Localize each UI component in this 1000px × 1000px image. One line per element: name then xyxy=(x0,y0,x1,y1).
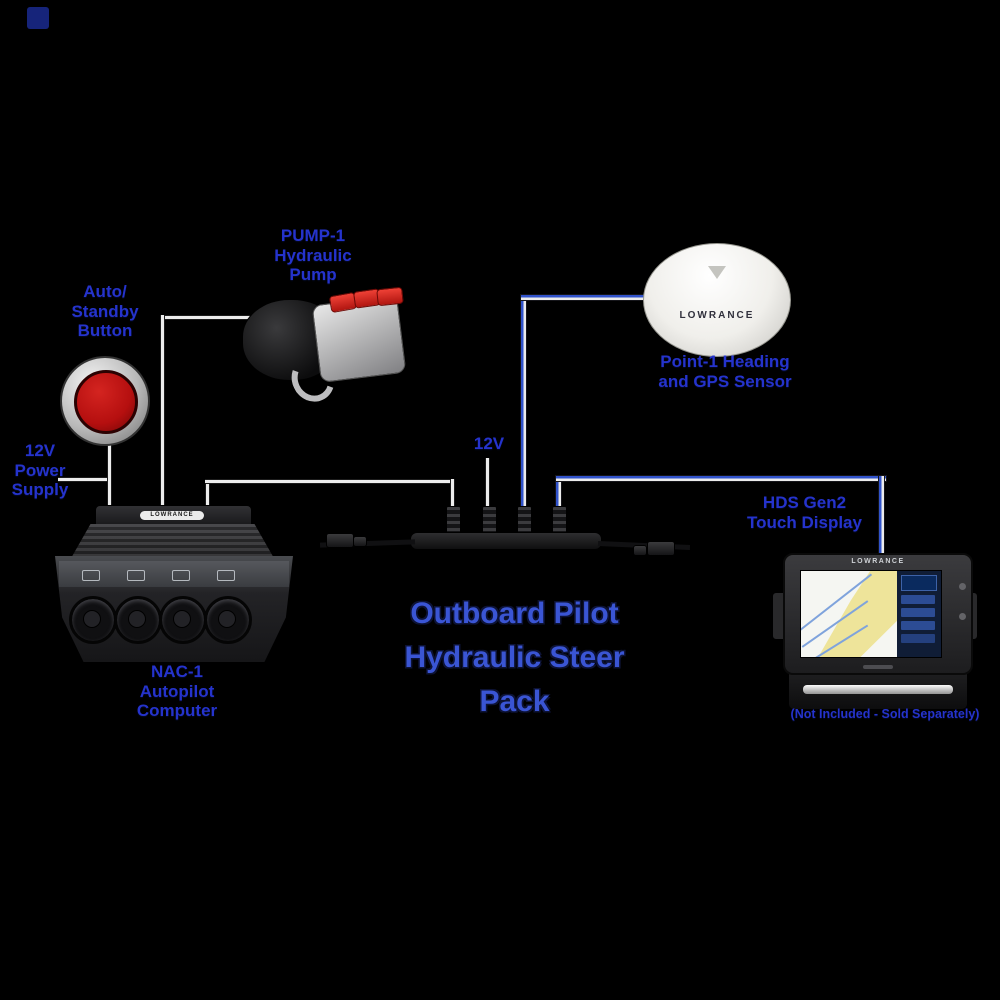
display-label-line2: Touch Display xyxy=(747,512,862,532)
nmea-backbone xyxy=(410,532,602,550)
pump-red-cap xyxy=(376,286,404,307)
display-bottom-button-bar xyxy=(863,665,893,669)
cable-nmea-computer xyxy=(205,479,455,484)
nmea-connector-left xyxy=(353,536,367,547)
nmea-tee-port xyxy=(552,506,567,535)
pump-label-line2: Hydraulic xyxy=(274,245,352,265)
autostandby-button-label: Auto/ Standby Button xyxy=(46,282,164,341)
power-label-line3: Supply xyxy=(11,480,69,500)
computer-label-line3: Computer xyxy=(136,701,218,721)
port-icon xyxy=(127,570,145,581)
power-label-line2: Power xyxy=(14,460,66,480)
pump-label-line1: PUMP-1 xyxy=(280,226,346,245)
pump-label-line3: Pump xyxy=(289,265,337,285)
display-caption: (Not Included - Sold Separately) xyxy=(790,707,980,721)
cable-nmea-display xyxy=(555,475,887,482)
autostandby-button xyxy=(60,356,150,446)
hds-display: LOWRANCE xyxy=(783,553,973,675)
nmea-terminator-right xyxy=(647,541,675,556)
display-screen xyxy=(800,570,942,658)
computer-port xyxy=(204,596,252,644)
cable-nmea-power xyxy=(485,458,490,507)
display-brand-text: LOWRANCE xyxy=(851,558,905,565)
computer-port xyxy=(69,596,117,644)
cable-nmea-gps xyxy=(520,294,647,301)
gps-label: Point-1 Heading and GPS Sensor xyxy=(635,352,815,391)
pump-label: PUMP-1 Hydraulic Pump xyxy=(238,226,388,285)
nmea-connector-right xyxy=(633,545,647,556)
lowrance-triangle-icon xyxy=(708,266,726,279)
cable-nmea-computer-drop xyxy=(205,479,210,509)
cable-pump-horizontal xyxy=(160,315,250,320)
cable-button xyxy=(107,443,112,509)
computer-label-line2: Autopilot xyxy=(139,681,215,701)
display-label: HDS Gen2 Touch Display xyxy=(722,493,887,532)
display-hardkey xyxy=(959,583,966,590)
display-bracket-slot xyxy=(803,685,953,694)
network-power-label: 12V xyxy=(473,434,505,453)
lowrance-logo: LOWRANCE xyxy=(140,511,204,520)
computer-label: NAC-1 Autopilot Computer xyxy=(92,662,262,721)
computer-connector-band xyxy=(59,561,289,587)
cable-nmea-gps-vertical xyxy=(520,294,527,508)
title-line3: Pack xyxy=(479,685,550,719)
nmea-tee-port xyxy=(446,506,461,535)
gps-label-line1: Point-1 Heading xyxy=(660,352,790,371)
corner-artifact xyxy=(27,7,49,29)
port-icon xyxy=(172,570,190,581)
button-label-line1: Auto/ xyxy=(83,282,127,301)
computer-label-line1: NAC-1 xyxy=(151,662,203,681)
display-menu-panel xyxy=(897,571,941,657)
display-menu-item xyxy=(901,621,935,630)
gps-label-line2: and GPS Sensor xyxy=(658,371,792,391)
cable-nmea-tee1 xyxy=(450,479,455,507)
cable-pump-vertical xyxy=(160,315,165,510)
button-label-line2: Standby xyxy=(71,301,139,321)
gps-sensor: LOWRANCE xyxy=(643,243,791,357)
nmea-tee-port xyxy=(482,506,497,535)
display-label-line1: HDS Gen2 xyxy=(762,493,847,512)
display-menu-item xyxy=(901,634,935,643)
display-menu-item xyxy=(901,595,935,604)
display-hardkey xyxy=(959,613,966,620)
display-menu-item xyxy=(901,608,935,617)
cable-power-supply xyxy=(58,477,110,482)
title-line2: Hydraulic Steer xyxy=(404,641,625,675)
display-menu-header xyxy=(901,575,937,591)
computer-shoulder xyxy=(70,524,275,560)
pack-title: Outboard Pilot Hydraulic Steer Pack xyxy=(332,592,697,724)
port-icon xyxy=(217,570,235,581)
computer-lid: LOWRANCE xyxy=(95,505,252,527)
power-label-line1: 12V xyxy=(24,441,56,460)
button-label-line3: Button xyxy=(77,321,133,341)
autostandby-button-red-cap xyxy=(74,370,138,434)
title-line1: Outboard Pilot xyxy=(410,597,619,630)
autopilot-computer xyxy=(55,556,293,662)
port-icon xyxy=(82,570,100,581)
gps-brand-text: LOWRANCE xyxy=(679,310,755,321)
power-supply-label: 12V Power Supply xyxy=(0,441,80,500)
computer-port xyxy=(114,596,162,644)
nmea-tee-port xyxy=(517,506,532,535)
nmea-terminator-left xyxy=(326,533,354,548)
computer-port xyxy=(159,596,207,644)
